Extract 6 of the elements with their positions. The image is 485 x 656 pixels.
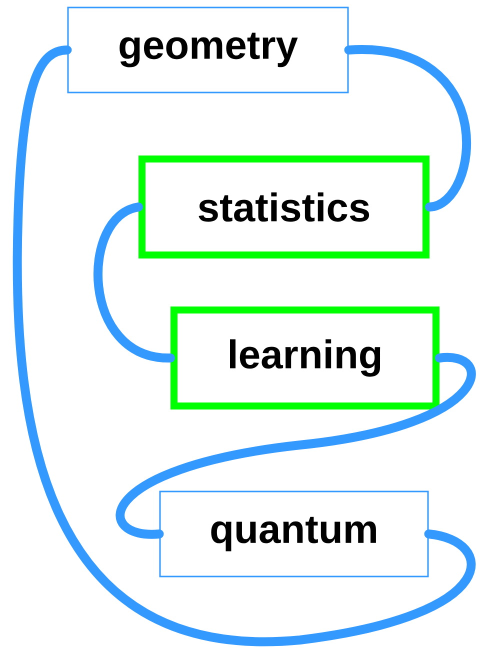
label-box: quantum xyxy=(159,490,429,578)
label-box: statistics xyxy=(138,156,430,258)
curved-connector xyxy=(116,353,476,538)
curved-connector xyxy=(94,202,175,362)
label-box: learning xyxy=(170,306,440,410)
label-box: geometry xyxy=(67,6,349,94)
